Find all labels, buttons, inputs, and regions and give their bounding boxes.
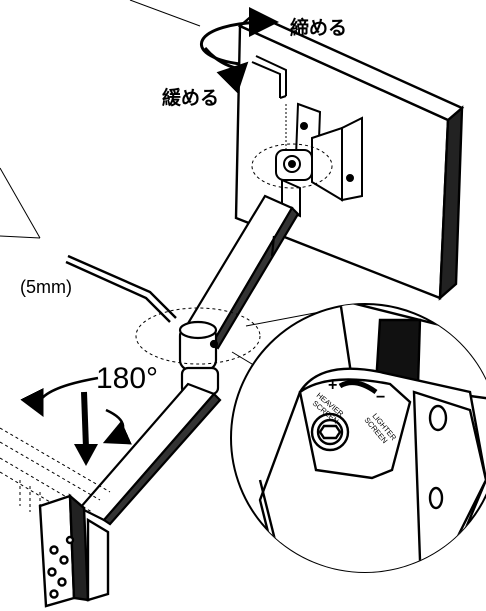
plus-label: + <box>328 377 337 394</box>
clamp-base <box>38 493 110 608</box>
wrench-size-label: (5mm) <box>20 277 72 297</box>
zoom-detail: + − HEAVIER SCREEN LIGHTER SCREEN <box>230 303 486 573</box>
vesa-mount <box>275 102 363 218</box>
hex-key-left <box>65 254 177 323</box>
tilt-callout-ellipse <box>251 143 333 189</box>
lower-arm <box>78 382 222 526</box>
elbow-callout-ellipse <box>135 307 261 365</box>
tighten-loosen-rotation-arrow <box>199 7 279 94</box>
tighten-label: 締める <box>290 16 347 39</box>
rotation-label: 180° <box>96 362 158 395</box>
down-arrow <box>74 391 98 466</box>
elbow-joint <box>178 320 220 396</box>
rotation-180-arrow <box>20 376 132 445</box>
loosen-label: 緩める <box>162 86 219 109</box>
callout-lines-left <box>0 0 201 239</box>
minus-label: − <box>376 389 385 406</box>
hex-key-top <box>251 55 287 99</box>
